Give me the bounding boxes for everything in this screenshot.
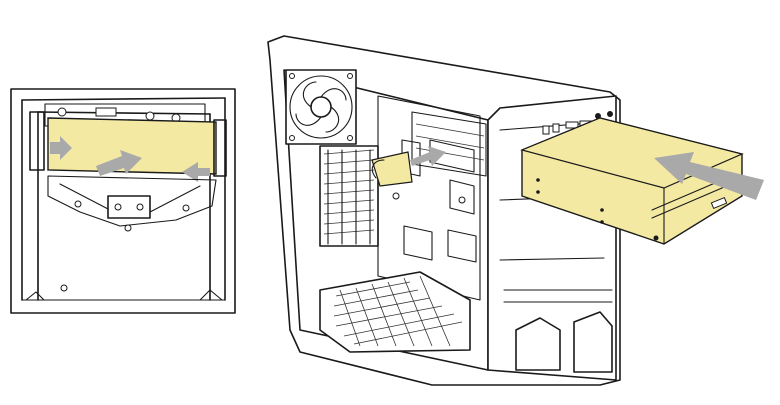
drive-cage <box>411 111 487 177</box>
release-lever-icon <box>213 119 227 177</box>
detail-plate <box>107 195 151 219</box>
bezel-rail <box>503 289 613 303</box>
push-arrow-icon <box>50 136 72 160</box>
front-io-port <box>542 125 550 135</box>
screw-hole-icon <box>182 204 190 212</box>
release-lever-curl <box>371 159 385 179</box>
psu-bay <box>319 271 471 353</box>
detail-top-bar <box>21 97 226 115</box>
detail-bracket <box>47 175 217 227</box>
detail-port <box>95 107 117 117</box>
detail-lower-frame <box>21 231 226 301</box>
screw-hole-icon <box>536 178 540 182</box>
expansion-slots <box>319 145 379 247</box>
push-arrow-icon <box>410 146 446 166</box>
optical-drive <box>520 117 744 245</box>
chassis-panel <box>267 35 764 386</box>
detail-lower-foot <box>25 289 223 301</box>
detail-panel <box>10 88 236 314</box>
screw-hole-icon <box>74 200 82 208</box>
tray-cutout <box>401 139 477 263</box>
fan-icon <box>285 69 357 145</box>
front-io-port <box>552 123 560 133</box>
detail-bracket-cross <box>59 183 201 213</box>
screw-hole-icon <box>124 224 132 232</box>
front-io-port <box>565 121 579 129</box>
front-io-jack <box>607 111 613 117</box>
screw-hole-icon <box>136 203 144 211</box>
push-arrow-icon <box>654 152 764 200</box>
release-lever-icon <box>29 111 45 171</box>
screw-hole-icon <box>600 208 604 212</box>
drive-eject-button <box>710 196 728 210</box>
detail-drive-bay-highlight <box>47 117 217 175</box>
detail-screw-hole <box>145 111 155 121</box>
bezel-foot <box>515 311 613 373</box>
motherboard-tray <box>377 95 481 301</box>
drive-light <box>653 235 659 241</box>
drive-cage-lines <box>415 123 485 161</box>
screw-hole-icon <box>114 203 122 211</box>
screw-hole-icon <box>60 284 68 292</box>
detail-panel-frame <box>10 88 236 314</box>
screw-hole-icon <box>536 190 540 194</box>
push-arrow-icon <box>182 162 210 182</box>
detail-screw-hole <box>57 107 67 117</box>
screw-hole-icon <box>458 196 466 204</box>
screw-hole-icon <box>600 220 604 224</box>
push-arrow-icon <box>96 150 142 176</box>
screw-hole-icon <box>392 192 400 200</box>
